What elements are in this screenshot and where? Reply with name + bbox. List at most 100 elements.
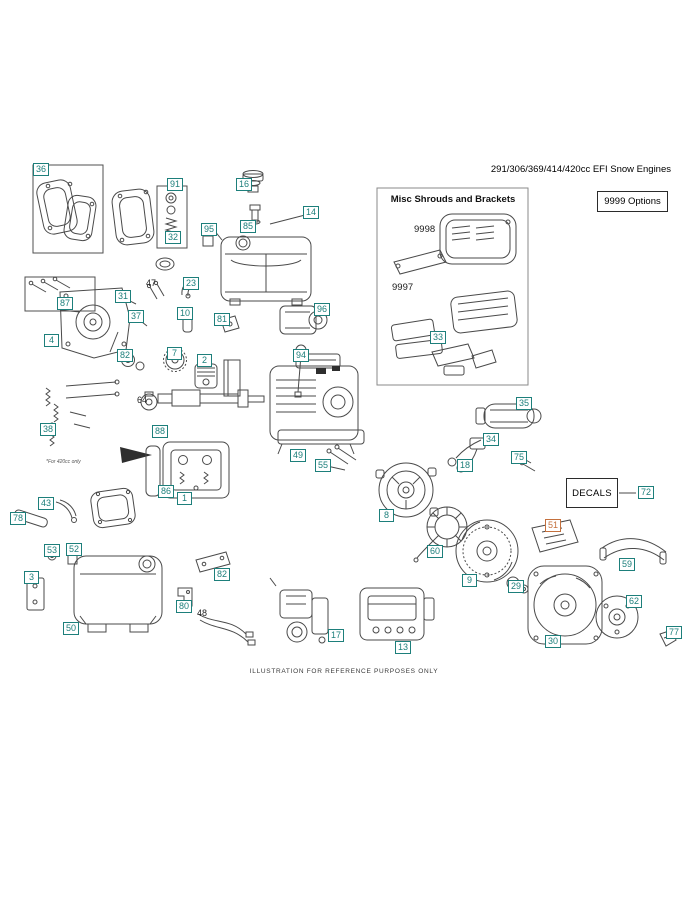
callout-52[interactable]: 52 bbox=[66, 543, 83, 556]
callout-31[interactable]: 31 bbox=[115, 290, 132, 303]
callout-16[interactable]: 16 bbox=[236, 178, 253, 191]
base-gasket-drawing bbox=[90, 487, 136, 529]
callout-18[interactable]: 18 bbox=[457, 459, 474, 472]
flywheel-drawing bbox=[455, 519, 519, 583]
callout-23[interactable]: 23 bbox=[183, 277, 200, 290]
misc-shrouds-title: Misc Shrouds and Brackets bbox=[390, 194, 516, 205]
page-title: 291/306/369/414/420cc EFI Snow Engines bbox=[490, 164, 671, 175]
callout-82[interactable]: 82 bbox=[117, 349, 134, 362]
callout-17[interactable]: 17 bbox=[328, 629, 345, 642]
solenoid-drawing bbox=[279, 305, 328, 335]
callout-3[interactable]: 3 bbox=[24, 571, 39, 584]
blower-housing-drawing bbox=[527, 565, 603, 645]
callout-59[interactable]: 59 bbox=[619, 558, 636, 571]
callout-35[interactable]: 35 bbox=[516, 397, 533, 410]
callout-29[interactable]: 29 bbox=[508, 580, 525, 593]
screw-kit-frame bbox=[24, 276, 96, 312]
screw-pair-drawing bbox=[146, 280, 165, 300]
callout-86[interactable]: 86 bbox=[158, 485, 175, 498]
insulator-drawing bbox=[155, 257, 175, 271]
recoil-starter-drawing bbox=[375, 462, 439, 518]
callout-88[interactable]: 88 bbox=[152, 425, 169, 438]
callout-38[interactable]: 38 bbox=[40, 423, 57, 436]
callout-87[interactable]: 87 bbox=[57, 297, 74, 310]
callout-96[interactable]: 96 bbox=[314, 303, 331, 316]
rocker-detail bbox=[332, 366, 340, 371]
crankshaft-drawing bbox=[157, 389, 265, 408]
piston-drawing bbox=[194, 359, 241, 397]
options-link-box[interactable]: 9999 Options bbox=[597, 191, 668, 212]
flywheel-ring-gear bbox=[462, 526, 512, 576]
callout-53[interactable]: 53 bbox=[44, 544, 61, 557]
callout-30[interactable]: 30 bbox=[545, 635, 562, 648]
decals-link-box[interactable]: DECALS bbox=[566, 478, 618, 508]
footer-note: ILLUSTRATION FOR REFERENCE PURPOSES ONLY bbox=[249, 668, 439, 675]
callout-49[interactable]: 49 bbox=[290, 449, 307, 462]
cylinder-head-drawing bbox=[145, 441, 230, 499]
plates-33-drawing bbox=[390, 318, 497, 376]
callout-14[interactable]: 14 bbox=[303, 206, 320, 219]
callout-9[interactable]: 9 bbox=[462, 574, 477, 587]
efi-module-drawing bbox=[359, 587, 435, 641]
callout-78[interactable]: 78 bbox=[10, 512, 27, 525]
callout-82[interactable]: 82 bbox=[214, 568, 231, 581]
misc-shrouds-frame bbox=[376, 187, 529, 386]
rocker-detail bbox=[316, 368, 326, 374]
screw-kit-drawing bbox=[28, 276, 71, 293]
callout-4[interactable]: 4 bbox=[44, 334, 59, 347]
callout-62[interactable]: 62 bbox=[626, 595, 643, 608]
callout-60[interactable]: 60 bbox=[427, 545, 444, 558]
shroud-mid-drawing bbox=[450, 290, 518, 334]
options-label: 9999 Options bbox=[604, 196, 661, 207]
crank-gear-drawing bbox=[140, 391, 158, 411]
part-ref-47: 47 bbox=[146, 278, 157, 288]
oil-tank-drawing bbox=[73, 555, 163, 633]
callout-72[interactable]: 72 bbox=[638, 486, 655, 499]
callout-13[interactable]: 13 bbox=[395, 641, 412, 654]
bracket-9997-drawing bbox=[393, 249, 447, 275]
callout-1[interactable]: 1 bbox=[177, 492, 192, 505]
callout-43[interactable]: 43 bbox=[38, 497, 55, 510]
head-gasket-drawing bbox=[111, 188, 155, 246]
callout-85[interactable]: 85 bbox=[240, 220, 257, 233]
ref-9997: 9997 bbox=[392, 282, 414, 293]
callout-55[interactable]: 55 bbox=[315, 459, 332, 472]
timing-wedge-drawing bbox=[120, 447, 152, 463]
callout-75[interactable]: 75 bbox=[511, 451, 528, 464]
breather-tube-drawing bbox=[55, 499, 77, 523]
callout-7[interactable]: 7 bbox=[167, 347, 182, 360]
callout-37[interactable]: 37 bbox=[128, 310, 145, 323]
callout-2[interactable]: 2 bbox=[197, 354, 212, 367]
starter-motor-drawing bbox=[475, 403, 542, 429]
callout-91[interactable]: 91 bbox=[167, 178, 184, 191]
callout-50[interactable]: 50 bbox=[63, 622, 80, 635]
callout-36[interactable]: 36 bbox=[33, 163, 50, 176]
callout-80[interactable]: 80 bbox=[176, 600, 193, 613]
hardware-kit-drawing bbox=[164, 192, 178, 234]
callout-95[interactable]: 95 bbox=[201, 223, 218, 236]
decals-label: DECALS bbox=[572, 487, 612, 499]
callout-8[interactable]: 8 bbox=[379, 509, 394, 522]
callout-51[interactable]: 51 bbox=[545, 519, 562, 532]
callout-34[interactable]: 34 bbox=[483, 433, 500, 446]
starter-cover-drawing bbox=[595, 595, 639, 639]
fuel-tank-drawing bbox=[220, 235, 312, 306]
head-bolts-drawing bbox=[326, 444, 357, 465]
gasket-kit-frame bbox=[32, 164, 104, 254]
callout-94[interactable]: 94 bbox=[293, 349, 310, 362]
gasket-set-drawing bbox=[36, 179, 97, 242]
callout-10[interactable]: 10 bbox=[177, 307, 194, 320]
wiring-48-drawing bbox=[197, 613, 256, 646]
ref-9998: 9998 bbox=[414, 224, 436, 235]
fine-print-note: *For 420cc only bbox=[46, 459, 81, 465]
shroud-9998-drawing bbox=[439, 213, 517, 265]
valve-spring-set-drawing bbox=[45, 379, 120, 429]
callout-81[interactable]: 81 bbox=[214, 313, 231, 326]
callout-32[interactable]: 32 bbox=[165, 231, 182, 244]
callout-33[interactable]: 33 bbox=[430, 331, 447, 344]
part-ref-48: 48 bbox=[197, 608, 208, 618]
part-ref-64: 64 bbox=[137, 395, 148, 405]
callout-77[interactable]: 77 bbox=[666, 626, 683, 639]
